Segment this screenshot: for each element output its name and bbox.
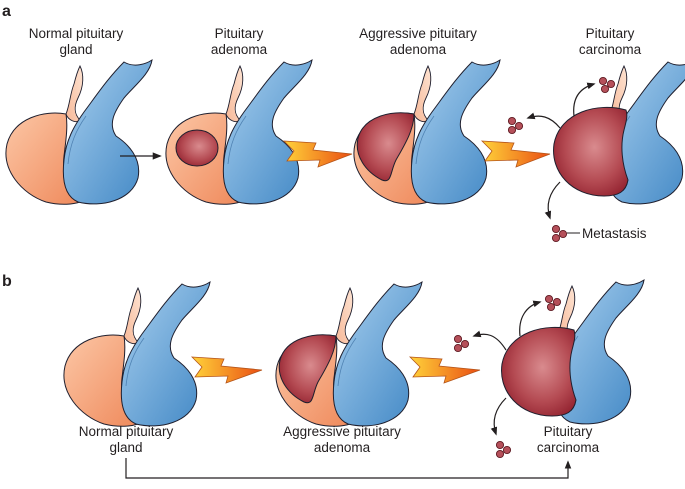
lightning-bolt-icon: [190, 356, 263, 384]
panel-a-arrow-to-bottom-cells: [544, 181, 561, 220]
aggressive-tumor: [278, 334, 337, 404]
svg-text:Pituitary: Pituitary: [586, 26, 635, 41]
svg-text:adenoma: adenoma: [390, 42, 447, 57]
aggressive-tumor: [356, 112, 415, 182]
lightning-bolt-icon: [480, 140, 551, 168]
svg-text:gland: gland: [109, 440, 142, 455]
svg-text:Normal pituitary: Normal pituitary: [79, 424, 174, 439]
panel-b-aggressive-adenoma-gland: [275, 281, 423, 427]
panel-b-arrow-to-left-cells: [472, 330, 507, 351]
cell-cluster-icon: [453, 334, 470, 353]
panel-b-arrow-to-bottom-cells: [490, 397, 507, 436]
panel-a-normal-gland: [5, 59, 153, 205]
panel-b-arrow-to-top-cells: [519, 300, 542, 337]
cell-cluster-icon: [598, 76, 616, 94]
lightning-bolt-icon: [408, 356, 481, 384]
cell-cluster-icon: [495, 440, 512, 459]
panel-b-stage-label-2: Aggressive pituitary adenoma: [283, 424, 401, 455]
carcinoma-tumor: [501, 326, 577, 417]
carcinoma-tumor: [553, 106, 629, 197]
metastasis-label: Metastasis: [582, 226, 647, 241]
svg-text:adenoma: adenoma: [211, 42, 268, 57]
svg-text:Pituitary: Pituitary: [215, 26, 264, 41]
cell-cluster-icon: [507, 116, 524, 135]
panel-b-normal-gland: [63, 281, 211, 427]
panel-a-aggressive-adenoma-gland: [353, 59, 501, 205]
svg-text:carcinoma: carcinoma: [579, 42, 642, 57]
panel-a-carcinoma-gland: [553, 59, 685, 205]
panel-a-stage-label-1: Normal pituitary gland: [29, 26, 124, 57]
panel-b-stage-label-3: Pituitary carcinoma: [537, 424, 600, 455]
svg-text:carcinoma: carcinoma: [537, 440, 600, 455]
panel-b-letter: b: [2, 273, 12, 290]
panel-a-arrow-to-left-cells: [526, 112, 561, 129]
lightning-bolt-icon: [282, 140, 353, 168]
svg-text:Pituitary: Pituitary: [544, 424, 593, 439]
svg-text:Aggressive pituitary: Aggressive pituitary: [283, 424, 401, 439]
panel-b-stage-label-1: Normal pituitary gland: [79, 424, 174, 455]
panel-b-carcinoma-gland: [501, 279, 645, 425]
svg-text:Aggressive pituitary: Aggressive pituitary: [359, 26, 477, 41]
adenoma-tumor: [175, 129, 219, 167]
panel-a-arrow-to-top-cells: [573, 82, 596, 117]
panel-a-letter: a: [2, 3, 11, 20]
panel-a-stage-label-3: Aggressive pituitary adenoma: [359, 26, 477, 57]
cell-cluster-icon: [544, 294, 562, 312]
svg-text:Normal pituitary: Normal pituitary: [29, 26, 124, 41]
svg-text:adenoma: adenoma: [314, 440, 371, 455]
panel-a-adenoma-gland: [165, 59, 313, 205]
panel-a-stage-label-2: Pituitary adenoma: [211, 26, 268, 57]
panel-a-stage-label-4: Pituitary carcinoma: [579, 26, 642, 57]
svg-text:gland: gland: [59, 42, 92, 57]
cell-cluster-icon: [551, 224, 568, 243]
panel-b-direct-progression-arrow: [125, 458, 572, 479]
